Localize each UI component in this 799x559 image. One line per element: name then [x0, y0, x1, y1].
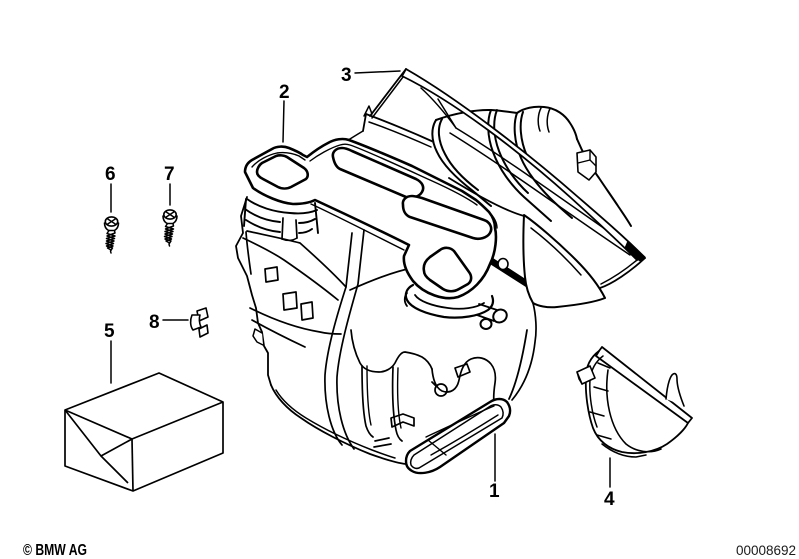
svg-text:3: 3	[341, 65, 352, 86]
svg-text:© BMW AG: © BMW AG	[23, 542, 87, 559]
svg-text:8: 8	[149, 312, 160, 333]
svg-text:1: 1	[489, 481, 500, 502]
svg-text:6: 6	[105, 164, 116, 185]
svg-text:4: 4	[604, 489, 615, 510]
svg-text:2: 2	[279, 82, 290, 103]
svg-text:5: 5	[104, 321, 115, 342]
svg-text:7: 7	[164, 164, 175, 185]
svg-text:00008692: 00008692	[736, 543, 796, 558]
